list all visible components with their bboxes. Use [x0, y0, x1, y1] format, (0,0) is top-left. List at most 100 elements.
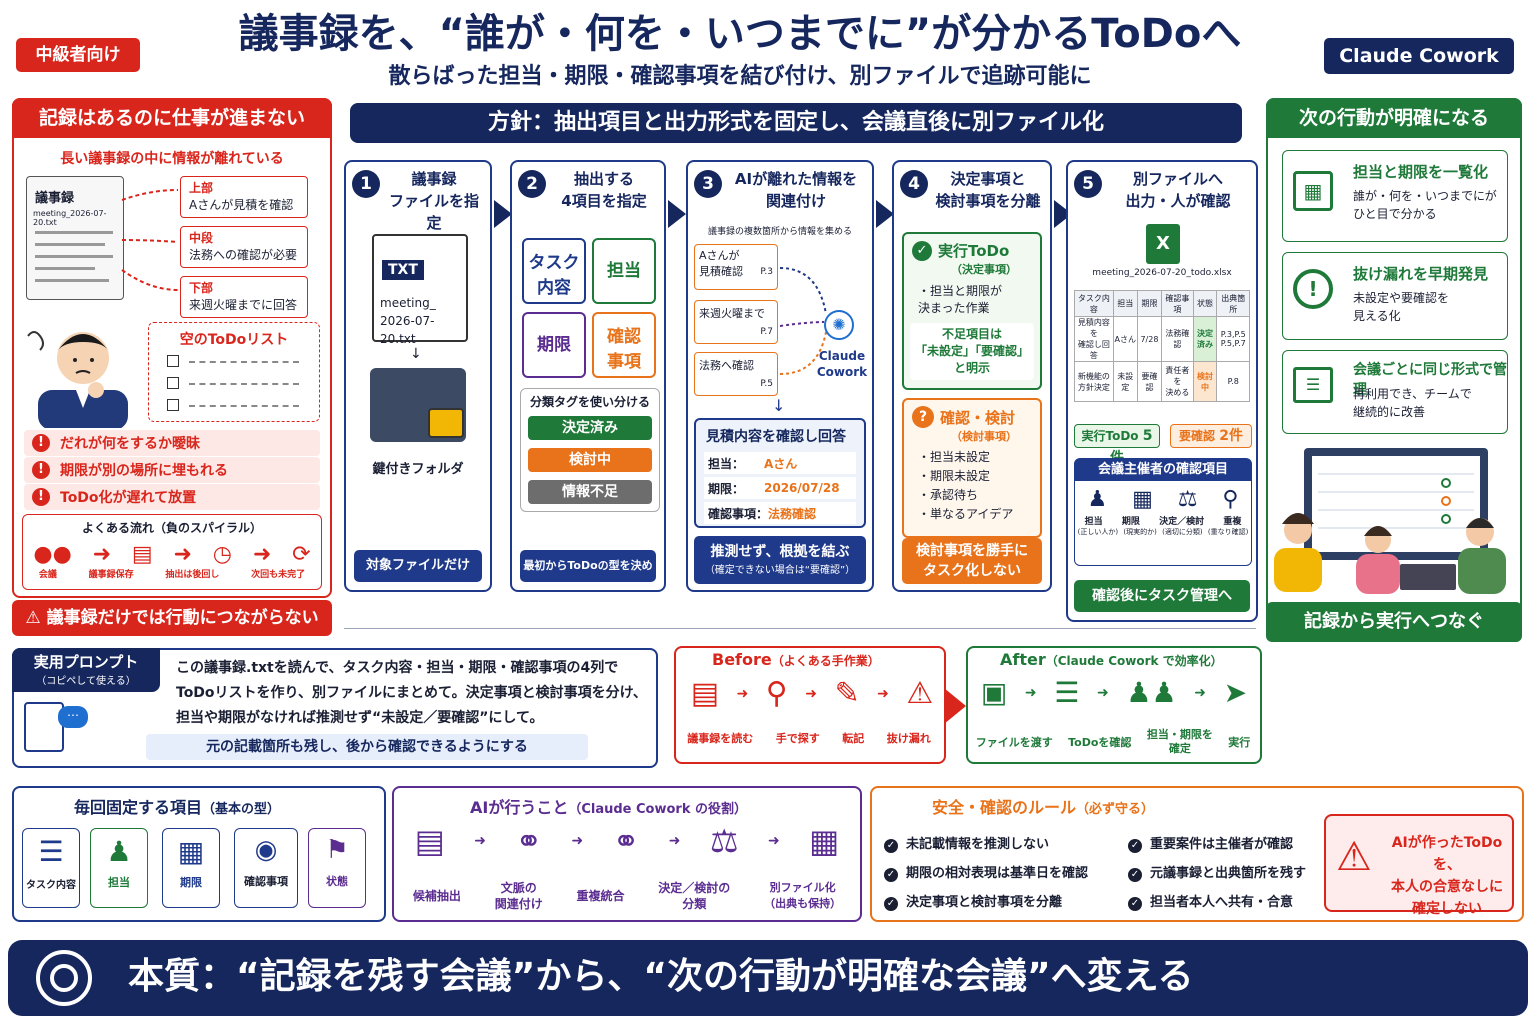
rule-item: ✓決定事項と検討事項を分離 [884, 888, 1088, 917]
prompt-panel [12, 648, 658, 768]
warning-icon: ⚠ [25, 608, 47, 628]
calendar-icon: ▦ [1293, 171, 1333, 211]
benefit-item: ☰ 会議ごとに同じ形式で管理 再利用でき、チームで 継続的に改善 [1282, 350, 1508, 434]
fixed-title: 毎回固定する項目（基本の型） [74, 798, 281, 817]
step-3-caption: 議事録の複数箇所から情報を集める [707, 227, 852, 237]
rule-item: ✓担当者本人へ共有・合意 [1128, 888, 1306, 917]
step-5-footer: 確認後にタスク管理へ [1074, 580, 1250, 612]
warning-icon: ⚠ [1336, 834, 1372, 880]
checklist-icon: ☰ [1054, 676, 1080, 709]
rules-title: 安全・確認のルール（必ず守る） [932, 798, 1155, 817]
refresh-icon: ⟳ [292, 542, 311, 567]
step-3: 3 AIが離れた情報を 関連付け 議事録の複数箇所から情報を集める Aさんが 見… [686, 160, 874, 592]
step-5: 5 別ファイルへ 出力・人が確認 X meeting_2026-07-20_to… [1066, 160, 1258, 622]
flag-icon: ⚑ [325, 835, 349, 865]
person-icon: ♟ [1087, 487, 1108, 512]
item-confirm: 確認 事項 [592, 312, 656, 378]
check-icon: ✓ [884, 839, 898, 853]
doc-title: 議事録 [35, 191, 75, 206]
link-icon: ⚭ [515, 822, 543, 860]
document-icon: 議事録 meeting_2026-07-20.txt [26, 176, 124, 300]
level-badge: 中級者向け [16, 38, 140, 72]
prompt-text: この議事録.txtを読んで、タスク内容・担当・期限・確認事項の4列で ToDoリ… [176, 660, 647, 726]
link-lines [779, 267, 827, 375]
question-icon: ? [912, 406, 934, 428]
problem-subtitle: 長い議事録の中に情報が離れている [60, 151, 284, 167]
person-icon: ♟ [106, 835, 132, 868]
ai-role-panel [392, 786, 862, 922]
arrow-right-icon [944, 688, 966, 724]
rules-right: ✓重要案件は主催者が確認 ✓元議事録と出典箇所を残す ✓担当者本人へ共有・合意 [1128, 830, 1306, 917]
calendar-icon: ▦ [177, 835, 205, 868]
count-review: 要確認 2件 [1170, 424, 1252, 448]
clock-icon: ◷ [212, 542, 232, 567]
tag-insufficient: 情報不足 [528, 480, 652, 504]
note-middle: 中段法務への確認が必要 [180, 226, 308, 268]
tag-box: 分類タグを使い分ける [520, 388, 660, 512]
item-deadline: 期限 [522, 312, 586, 378]
chat-bubble-icon: ◉ [254, 835, 278, 865]
warning-icon: ! [32, 488, 50, 506]
step-4: 4 決定事項と 検討事項を分離 ✓実行ToDo （決定事項） ・担当と期限が 決… [892, 160, 1052, 592]
scale-icon: ⚖ [1177, 487, 1198, 512]
dotted-links [121, 189, 179, 291]
txt-file-icon: TXT meeting_ 2026-07-20.txt [372, 234, 468, 346]
document-chat-icon [24, 702, 64, 752]
check-icon: ✓ [884, 868, 898, 882]
document-icon: ▤ [131, 542, 153, 567]
scale-icon: ⚖ [709, 822, 739, 860]
check-icon: ✓ [1128, 897, 1142, 911]
excel-file-icon: ▦ [809, 822, 840, 860]
rule-item: ✓重要案件は主催者が確認 [1128, 830, 1306, 859]
tag-decided: 決定済み [528, 416, 652, 440]
prompt-label: 実用プロンプト （コピペして使える） [12, 648, 160, 692]
people-icon: ●● [33, 542, 72, 567]
search-icon: ⚲ [1222, 487, 1239, 512]
issue-list: !だれが何をするか曖昧 !期限が別の場所に埋もれる !ToDo化が遅れて放置 [24, 430, 320, 510]
benefit-item: ▦ 担当と期限を一覧化 誰が・何を・いつまでにが ひと目で分かる [1282, 150, 1508, 242]
warning-icon: ! [32, 461, 50, 479]
issue-item: !期限が別の場所に埋もれる [24, 457, 320, 483]
rocket-icon: ➤ [1223, 676, 1248, 709]
benefit-title: 次の行動が明確になる [1266, 98, 1522, 138]
ai-name: Claude Cowork [816, 349, 868, 379]
check-icon: ✓ [884, 897, 898, 911]
count-todo: 実行ToDo 5件 [1074, 424, 1160, 466]
rules-panel [870, 786, 1524, 922]
merge-circles-icon: ⚭ [612, 822, 640, 860]
issue-item: !だれが何をするか曖昧 [24, 430, 320, 456]
list-icon: ☰ [38, 835, 64, 868]
check-circle-icon: ✓ [912, 240, 932, 261]
step-3-footer: 推測せず、根拠を結ぶ （確定できない場合は“要確認”） [694, 536, 866, 584]
step-2: 2 抽出する 4項目を指定 タスク 内容 担当 期限 確認 事項 分類タグを使い… [510, 160, 666, 604]
calendar-icon: ▦ [1132, 487, 1153, 512]
step-1-footer: 対象ファイルだけ [354, 550, 482, 582]
essence-banner: 本質：“記録を残す会議”から、“次の行動が明確な会議”へ変える [8, 940, 1528, 1016]
output-file: meeting_2026-07-20_todo.xlsx [1092, 268, 1232, 278]
document-search-icon: ▤ [414, 822, 445, 860]
folder-upload-icon: ▣ [980, 676, 1008, 709]
rules-left: ✓未記載情報を推測しない ✓期限の相対表現は基準日を確認 ✓決定事項と検討事項を… [884, 830, 1088, 917]
tag-reviewing: 検討中 [528, 448, 652, 472]
check-icon: ✓ [1128, 839, 1142, 853]
worried-person-icon [27, 331, 128, 428]
issue-item: !ToDo化が遅れて放置 [24, 484, 320, 510]
benefit-item: ! 抜け漏れを早期発見 未設定や要確認を 見える化 [1282, 252, 1508, 340]
folder-label: 鍵付きフォルダ [372, 462, 464, 477]
step-1: 1 議事録 ファイルを指定 TXT meeting_ 2026-07-20.tx… [344, 160, 492, 592]
lock-icon [428, 408, 464, 438]
benefit-footer: 記録から実行へつなぐ [1266, 602, 1522, 642]
rule-item: ✓期限の相対表現は基準日を確認 [884, 859, 1088, 888]
rule-item: ✓元議事録と出典箇所を残す [1128, 859, 1306, 888]
spiral-box: よくある流れ（負のスパイラル） ●●➜ ▤➜ ◷➜ ⟳ 会議議事録保存抽出は後回… [22, 514, 322, 590]
after-panel [966, 646, 1262, 764]
search-icon: ⚲ [765, 676, 788, 711]
after-title: After（Claude Cowork で効率化） [1000, 650, 1223, 669]
rule-item: ✓未記載情報を推測しない [884, 830, 1088, 859]
team-meeting-illustration [1274, 448, 1506, 594]
doc-file: meeting_2026-07-20.txt [33, 209, 107, 227]
